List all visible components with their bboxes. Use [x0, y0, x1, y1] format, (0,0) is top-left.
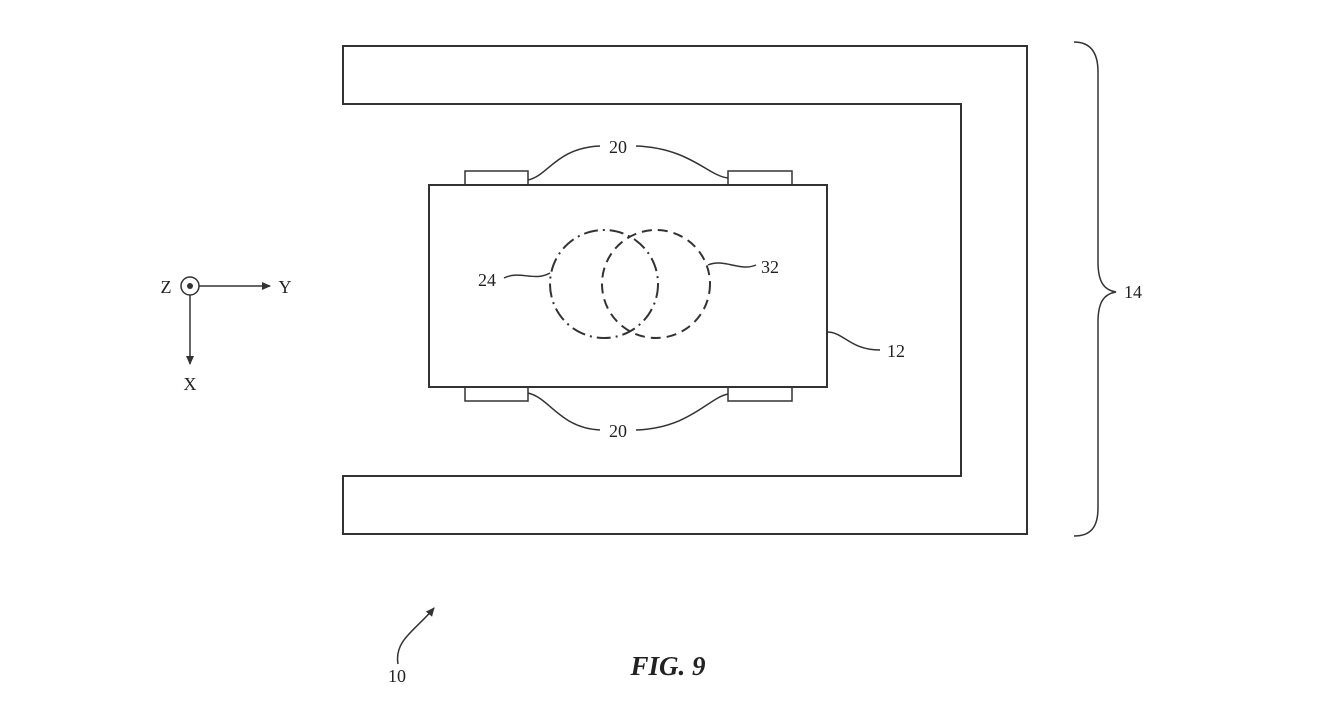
leader-20-bottom-right [635, 393, 729, 431]
c-frame [342, 45, 1028, 535]
sensor-pad-bottom-left [464, 386, 529, 402]
axis-label-x: X [184, 374, 197, 394]
leader-20-top-left [527, 145, 601, 181]
label-20-top: 20 [609, 137, 627, 157]
label-14: 14 [1124, 282, 1142, 302]
curly-brace-14 [1073, 41, 1117, 537]
axis-label-y: Y [279, 277, 292, 297]
leader-24 [503, 272, 551, 279]
leader-20-top-right [635, 145, 729, 179]
label-12: 12 [887, 341, 905, 361]
label-32: 32 [761, 257, 779, 277]
circle-dash-dot [549, 229, 659, 339]
circle-dashed [601, 229, 711, 339]
sensor-pad-bottom-right [727, 386, 793, 402]
figure-caption: FIG. 9 [629, 651, 706, 681]
z-axis-dot [187, 283, 193, 289]
central-body [428, 184, 828, 388]
leader-10 [396, 607, 435, 665]
sensor-pad-top-right [727, 170, 793, 186]
label-20-bottom: 20 [609, 421, 627, 441]
leader-20-bottom-left [527, 392, 601, 431]
leader-32 [707, 262, 757, 268]
leader-12 [826, 331, 881, 351]
label-10: 10 [388, 666, 406, 686]
sensor-pad-top-left [464, 170, 529, 186]
label-24: 24 [478, 270, 496, 290]
axis-label-z: Z [161, 277, 172, 297]
